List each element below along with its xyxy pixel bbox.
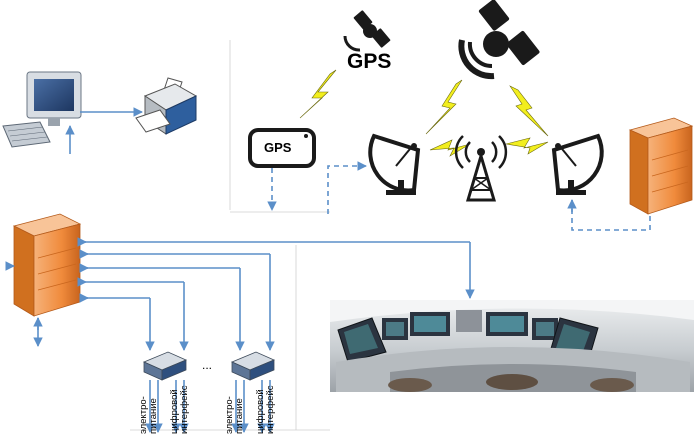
guide-lines	[130, 40, 330, 431]
sensor-2-digital-label: цифровой интерфейс	[255, 385, 276, 434]
gps-receiver-label: GPS	[264, 140, 292, 155]
desktop-computer-icon	[2, 71, 82, 148]
radio-tower-icon	[454, 135, 508, 202]
dashed-connectors	[267, 161, 651, 231]
sensor-ellipsis: ...	[202, 358, 213, 372]
communication-satellite-icon	[458, 0, 540, 80]
sensor-1-digital-label: цифровой интерфейс	[169, 385, 190, 434]
gps-satellite-icon	[343, 10, 391, 52]
server-right-icon	[628, 117, 694, 215]
sensor-unit-1-icon	[142, 351, 188, 381]
server-left-icon	[12, 213, 82, 317]
lightning-link-icon	[299, 69, 549, 157]
gps-receiver-icon	[248, 128, 316, 168]
sensor-2-power-label: электро- питание	[224, 396, 245, 434]
control-console-image	[330, 300, 694, 392]
sensor-unit-2-icon	[230, 351, 276, 381]
satellite-dish-left-icon	[368, 133, 421, 195]
satellite-dish-right-icon	[551, 133, 604, 195]
gps-satellite-label: GPS	[347, 50, 392, 73]
sensor-1-power-label: электро- питание	[138, 396, 159, 434]
connector-lines	[5, 107, 475, 433]
printer-icon	[135, 77, 198, 135]
